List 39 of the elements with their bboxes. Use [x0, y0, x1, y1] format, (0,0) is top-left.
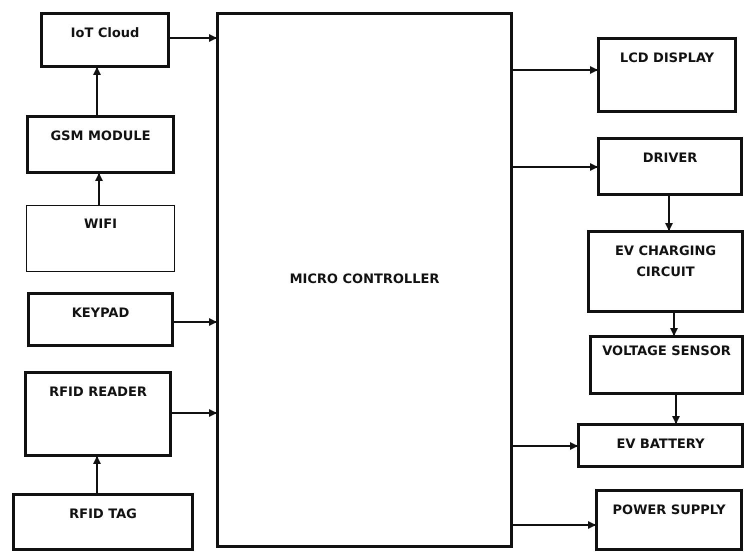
block-label: DRIVER: [642, 150, 698, 168]
block-label: VOLTAGE SENSOR: [602, 343, 731, 361]
block-label: EV CHARGING CIRCUIT: [614, 243, 718, 282]
block: [595, 489, 743, 551]
arrow: [172, 409, 217, 417]
block: [12, 493, 194, 551]
microcontroller-block: [216, 12, 513, 548]
block-label: RFID TAG: [69, 506, 137, 524]
block: [26, 115, 175, 174]
block: [24, 371, 172, 457]
block: [577, 423, 744, 468]
block: [597, 37, 737, 113]
arrow: [170, 34, 217, 42]
block-label: IoT Cloud: [70, 25, 140, 43]
block: [587, 230, 744, 313]
arrow: [95, 173, 103, 205]
block-label: MICRO CONTROLLER: [290, 270, 440, 289]
arrow: [672, 395, 680, 424]
block-label: RFID READER: [49, 384, 147, 402]
arrow: [93, 456, 101, 493]
arrow: [513, 163, 598, 171]
block: [26, 205, 175, 272]
arrow: [93, 67, 101, 115]
block-label: KEYPAD: [72, 305, 130, 323]
arrow: [513, 442, 578, 450]
arrow: [174, 318, 217, 326]
arrow: [670, 313, 678, 336]
arrow: [513, 66, 598, 74]
arrow: [513, 521, 596, 529]
block-label: POWER SUPPLY: [612, 502, 726, 520]
block: [27, 292, 174, 347]
block: [40, 12, 170, 68]
block-label: WIFI: [84, 216, 117, 234]
block-label: GSM MODULE: [50, 128, 150, 146]
arrow: [665, 196, 673, 231]
block-label: LCD DISPLAY: [620, 50, 714, 68]
block-label: EV BATTERY: [616, 436, 705, 454]
block: [597, 137, 743, 196]
block: [589, 335, 744, 395]
